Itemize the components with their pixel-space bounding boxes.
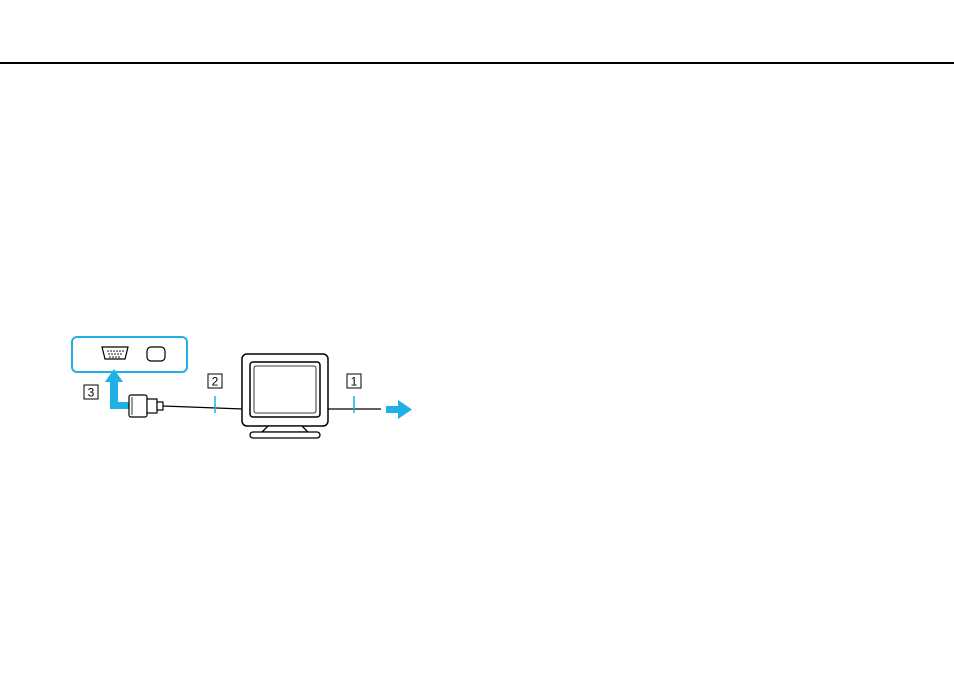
callout-2-label: 2: [212, 375, 219, 389]
port-icon: [147, 347, 165, 361]
callout-2: 2: [208, 374, 222, 389]
vga-port-icon: [102, 347, 128, 359]
vga-connector-icon: [129, 395, 163, 417]
power-plug-icon: [386, 400, 412, 419]
callout-3: 3: [84, 385, 98, 400]
callout-3-label: 3: [88, 386, 95, 400]
vga-cable: [163, 406, 243, 409]
connect-arrow: [105, 369, 130, 409]
callout-1-label: 1: [351, 375, 358, 389]
callout-1: 1: [347, 374, 361, 389]
monitor-icon: [242, 354, 328, 438]
port-panel: [72, 337, 187, 372]
